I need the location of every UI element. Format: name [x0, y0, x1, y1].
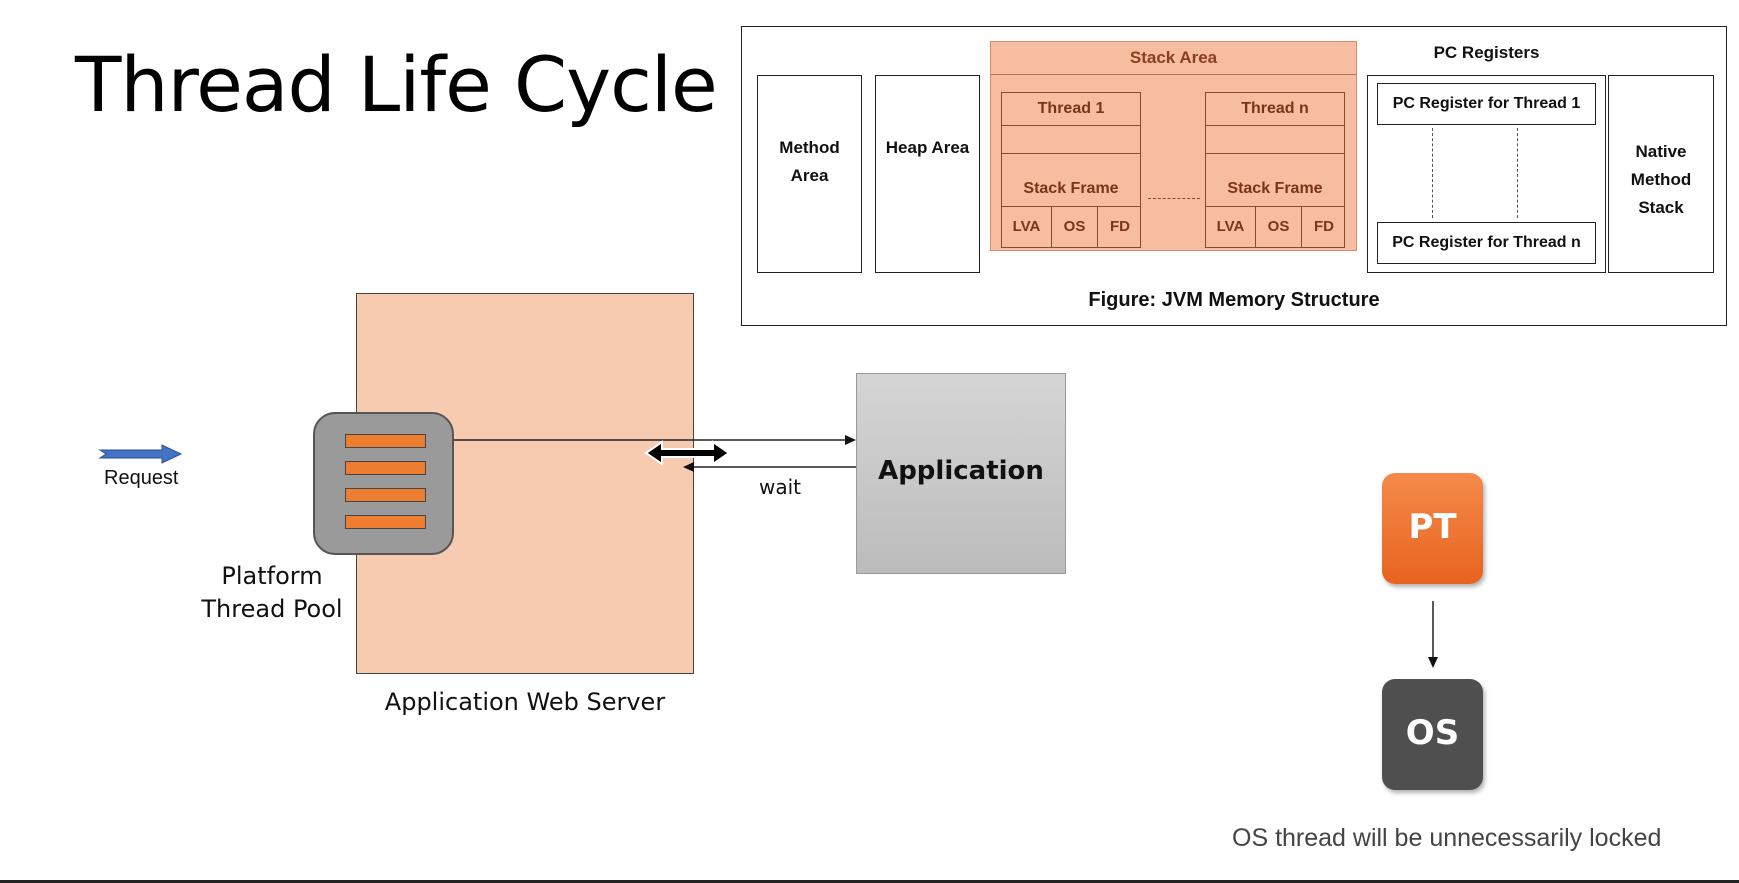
request-label: Request: [104, 467, 179, 489]
thread-n-blank-row: [1206, 126, 1344, 154]
heap-area-box: Heap Area: [875, 75, 980, 273]
pool-to-application-arrowhead: [845, 435, 856, 445]
pc-register-thread-1: PC Register for Thread 1: [1377, 83, 1596, 125]
jvm-memory-figure: Method Area Heap Area Stack Area Thread …: [741, 26, 1727, 326]
stack-area-label: Stack Area: [991, 42, 1356, 75]
pt-to-os-arrowhead: [1428, 657, 1438, 668]
jvm-figure-caption: Figure: JVM Memory Structure: [1088, 289, 1380, 311]
thread-1-label: Thread 1: [1002, 93, 1140, 126]
native-method-stack-box: Native Method Stack: [1608, 75, 1714, 273]
os-cell: OS: [1256, 207, 1302, 247]
pc-dashed-line-left: [1432, 128, 1433, 218]
request-arrow: [98, 444, 183, 464]
application-box: Application: [856, 373, 1066, 574]
thread-1-blank-row: [1002, 126, 1140, 154]
thread-bar: [345, 461, 426, 475]
bidirectional-arrow: [644, 440, 731, 466]
fd-cell: FD: [1110, 218, 1130, 235]
thread-1-column: Thread 1 Stack Frame LVA OS FD: [1001, 92, 1141, 248]
heap-area-label: Heap Area: [885, 138, 970, 157]
os-thread-box: OS: [1382, 679, 1483, 790]
method-area-box: Method Area: [757, 75, 862, 273]
pc-register-thread-n: PC Register for Thread n: [1377, 222, 1596, 264]
lva-cell: LVA: [1206, 207, 1256, 247]
pc-registers-box: PC Register for Thread 1 PC Register for…: [1367, 75, 1606, 273]
application-label: Application: [878, 456, 1044, 486]
thread-n-frame-cells: LVA OS FD: [1206, 207, 1344, 247]
thread-n-stack-frame: Stack Frame: [1206, 154, 1344, 207]
lva-cell: LVA: [1002, 207, 1052, 247]
thread-1-frame-cells: LVA OS FD: [1002, 207, 1140, 247]
application-to-server-arrowhead: [683, 462, 694, 472]
os-cell: OS: [1052, 207, 1098, 247]
os-thread-note: OS thread will be unnecessarily locked: [1232, 824, 1662, 852]
thread-bar: [345, 488, 426, 502]
thread-n-column: Thread n Stack Frame LVA OS FD: [1205, 92, 1345, 248]
fd-cell: FD: [1314, 218, 1334, 235]
bottom-divider: [0, 880, 1739, 883]
native-method-stack-label: Native Method Stack: [1630, 142, 1692, 217]
thread-bar: [345, 434, 426, 448]
thread-n-label: Thread n: [1206, 93, 1344, 126]
application-web-server-label: Application Web Server: [384, 688, 666, 716]
thread-bar: [345, 515, 426, 529]
pc-dashed-line-right: [1517, 128, 1518, 218]
platform-thread-box: PT: [1382, 473, 1483, 584]
platform-thread-pool-icon: [313, 412, 454, 555]
platform-thread-pool-label: Platform Thread Pool: [201, 562, 343, 623]
method-area-label: Method Area: [779, 138, 840, 185]
wait-label: wait: [759, 475, 802, 499]
page-title: Thread Life Cycle: [75, 40, 718, 129]
thread-dots-separator: [1148, 198, 1200, 199]
thread-1-stack-frame: Stack Frame: [1002, 154, 1140, 207]
stack-area: Stack Area Thread 1 Stack Frame LVA OS F…: [990, 41, 1357, 251]
pc-registers-label: PC Registers: [1433, 43, 1540, 62]
